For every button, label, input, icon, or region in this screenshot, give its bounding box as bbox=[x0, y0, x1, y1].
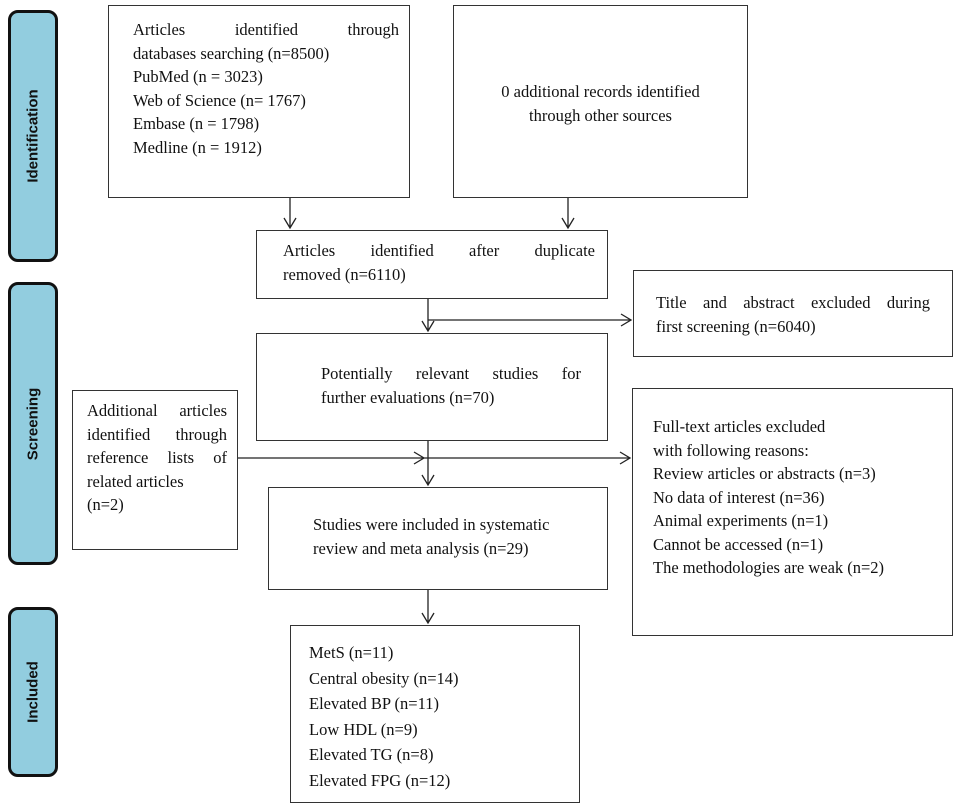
box-text: 0 additional records identified bbox=[501, 82, 700, 101]
arrow-dedup-to-relevant bbox=[421, 299, 435, 333]
box-text: Elevated BP (n=11) bbox=[309, 694, 439, 713]
potentially-relevant-box: Potentially relevant studies for further… bbox=[256, 333, 608, 441]
box-text: Animal experiments (n=1) bbox=[653, 511, 829, 530]
box-text: reference lists of bbox=[87, 448, 227, 467]
box-text: Web of Science (n= 1767) bbox=[133, 90, 306, 110]
box-text: Embase (n = 1798) bbox=[133, 114, 260, 133]
outcomes-box: MetS (n=11) Central obesity (n=14) Eleva… bbox=[290, 625, 580, 803]
box-text: MetS (n=11) bbox=[309, 643, 394, 662]
box-text: Articles identified through bbox=[133, 20, 399, 39]
box-text: with following reasons: bbox=[653, 440, 809, 460]
box-text: through other sources bbox=[529, 105, 672, 125]
box-text: Full-text articles excluded bbox=[653, 417, 826, 436]
box-text: Review articles or abstracts (n=3) bbox=[653, 464, 876, 483]
arrow-search-to-dedup bbox=[283, 198, 297, 230]
arrow-included-to-outcomes bbox=[421, 590, 435, 625]
stage-identification: Identification bbox=[8, 10, 58, 262]
arrow-to-title-excluded bbox=[428, 313, 633, 327]
box-text: Central obesity (n=14) bbox=[309, 668, 459, 688]
box-text: Medline (n = 1912) bbox=[133, 137, 262, 157]
box-text: identified through bbox=[87, 424, 227, 444]
box-text: Cannot be accessed (n=1) bbox=[653, 534, 824, 554]
box-text: further evaluations (n=70) bbox=[321, 387, 495, 407]
box-text: No data of interest (n=36) bbox=[653, 487, 825, 507]
after-duplicates-box: Articles identified after duplicate remo… bbox=[256, 230, 608, 299]
box-text: removed (n=6110) bbox=[283, 264, 406, 284]
box-text: review and meta analysis (n=29) bbox=[313, 538, 529, 558]
box-text: PubMed (n = 3023) bbox=[133, 67, 263, 86]
fulltext-excluded-box: Full-text articles excluded with followi… bbox=[632, 388, 953, 636]
arrow-additional-to-fulltext bbox=[238, 451, 632, 465]
box-text: Articles identified after duplicate bbox=[283, 241, 595, 260]
box-text: Studies were included in systematic bbox=[313, 515, 550, 534]
title-abstract-excluded-box: Title and abstract excluded during first… bbox=[633, 270, 953, 357]
box-text: Elevated FPG (n=12) bbox=[309, 770, 451, 790]
box-text: Low HDL (n=9) bbox=[309, 719, 418, 739]
arrow-relevant-to-included bbox=[421, 441, 435, 487]
other-sources-box: 0 additional records identified through … bbox=[453, 5, 748, 198]
box-text: Title and abstract excluded during bbox=[656, 293, 930, 312]
box-text: first screening (n=6040) bbox=[656, 316, 816, 336]
box-text: Elevated TG (n=8) bbox=[309, 745, 434, 764]
box-text: related articles bbox=[87, 471, 184, 491]
box-text: (n=2) bbox=[87, 495, 124, 514]
additional-articles-box: Additional articles identified through r… bbox=[72, 390, 238, 550]
box-text: Additional articles bbox=[87, 401, 227, 420]
box-text: The methodologies are weak (n=2) bbox=[653, 558, 885, 577]
studies-included-box: Studies were included in systematic revi… bbox=[268, 487, 608, 590]
box-text: databases searching (n=8500) bbox=[133, 43, 330, 63]
arrow-other-to-dedup bbox=[561, 198, 575, 230]
database-search-box: Articles identified through databases se… bbox=[108, 5, 410, 198]
box-text: Potentially relevant studies for bbox=[321, 364, 581, 383]
stage-included: Included bbox=[8, 607, 58, 777]
stage-screening: Screening bbox=[8, 282, 58, 565]
